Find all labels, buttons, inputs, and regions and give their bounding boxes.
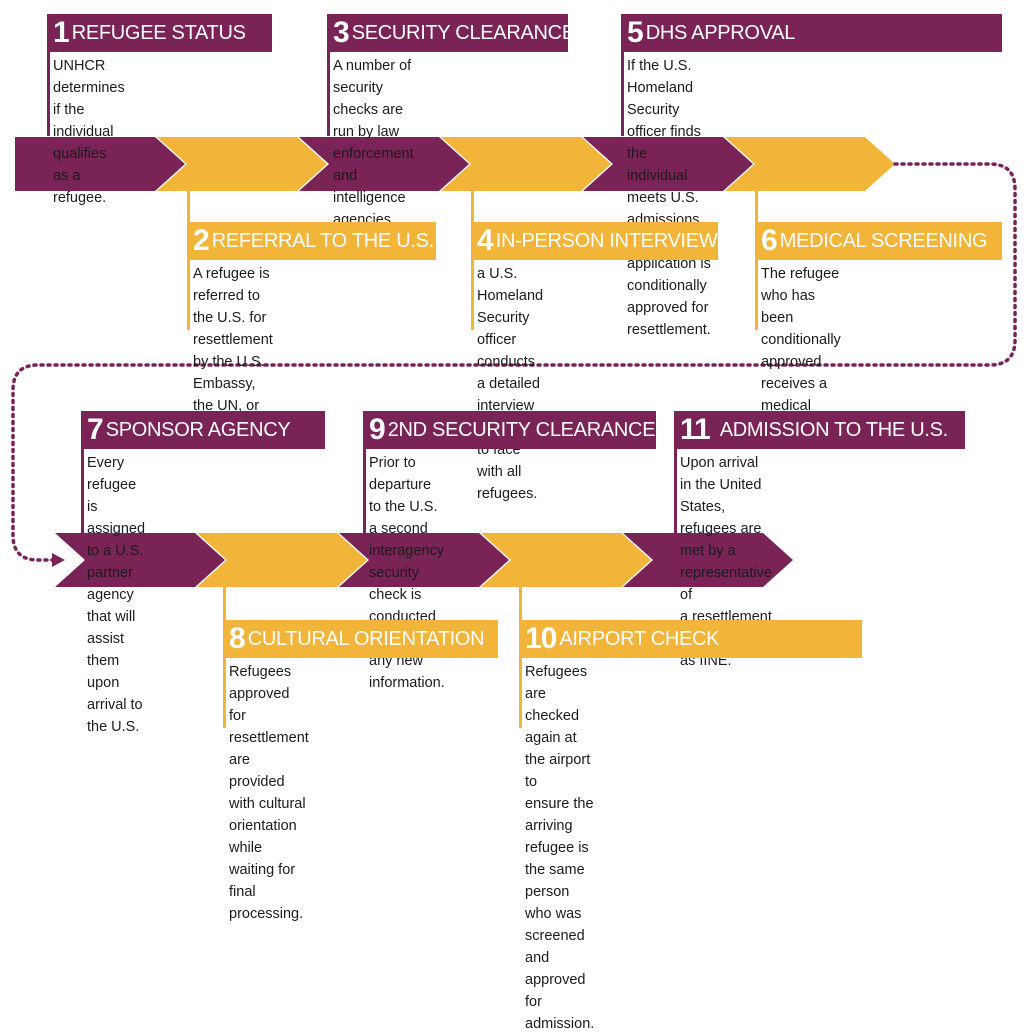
step-1-connector-line [47,14,50,136]
step-8-header: 8 CULTURAL ORIENTATION [223,620,498,658]
arrow-step-6 [725,137,895,191]
step-11-connector-line [674,411,677,533]
step-7-connector-line [81,411,84,533]
step-number: 4 [477,224,494,257]
arrow-step-8 [197,533,367,587]
arrow-step-9 [339,533,509,587]
step-title: IN-PERSON INTERVIEW [495,230,718,252]
step-description: A refugee is referred to the U.S. for re… [193,266,273,436]
step-3-connector-line [327,14,330,136]
step-4-header: 4 IN-PERSON INTERVIEW [471,222,718,260]
step-description: If the U.S. Homeland Security officer fi… [627,58,711,338]
step-title: DHS APPROVAL [645,22,796,44]
step-description: UNHCR determines if the individual quali… [53,58,125,206]
dotted-connector [11,162,1017,562]
step-6-connector-line [755,191,758,330]
step-7-header: 7 SPONSOR AGENCY [81,411,325,449]
step-description: a U.S. Homeland Security officer conduct… [477,266,544,502]
step-number: 6 [761,224,778,257]
step-number: 3 [333,16,350,49]
step-number: 7 [87,413,104,446]
step-6-header: 6 MEDICAL SCREENING [755,222,1002,260]
process-flow-graphic [11,137,1017,587]
step-number: 10 [525,622,557,655]
arrow-step-7 [55,533,225,587]
step-description: A number of security checks are run by l… [333,58,414,228]
step-description: Refugees are checked again at the airpor… [525,664,595,1032]
arrow-step-2 [157,137,327,191]
step-description: Refugees approved for resettlement are p… [229,664,309,922]
step-5-connector-line [621,14,624,136]
step-title: MEDICAL SCREENING [779,230,988,252]
step-1-header: 1 REFUGEE STATUS [47,14,272,52]
connector-arrowhead-icon [52,553,65,567]
step-11-header: 11 ADMISSION TO THE U.S. [674,411,965,449]
arrow-step-5 [583,137,753,191]
step-number: 9 [369,413,386,446]
step-3-header: 3 SECURITY CLEARANCE [327,14,575,52]
step-2-connector-line [187,191,190,330]
step-number: 2 [193,224,210,257]
arrow-step-4 [441,137,611,191]
step-title: REFERRAL TO THE U.S. [211,230,435,252]
arrow-step-3 [299,137,469,191]
arrow-step-10 [481,533,651,587]
step-title: 2ND SECURITY CLEARANCE [387,419,656,441]
step-2-header: 2 REFERRAL TO THE U.S. [187,222,436,260]
step-5-header: 5 DHS APPROVAL [621,14,1002,52]
arrow-step-11 [623,533,793,587]
step-number: 1 [53,16,70,49]
step-title: SPONSOR AGENCY [105,419,291,441]
arrow-step-1 [15,137,185,191]
step-title: SECURITY CLEARANCE [351,22,575,44]
step-number: 5 [627,16,644,49]
step-title: AIRPORT CHECK [559,628,720,650]
step-number: 8 [229,622,246,655]
step-9-header: 9 2ND SECURITY CLEARANCE [363,411,656,449]
step-description: Every refugee is assigned to a U.S. part… [87,455,146,735]
step-number: 11 [680,413,711,446]
step-title: REFUGEE STATUS [71,22,246,44]
step-10-header: 10 AIRPORT CHECK [519,620,862,658]
step-title: ADMISSION TO THE U.S. [719,419,949,441]
step-9-connector-line [363,411,366,533]
step-title: CULTURAL ORIENTATION [247,628,485,650]
step-4-connector-line [471,191,474,330]
